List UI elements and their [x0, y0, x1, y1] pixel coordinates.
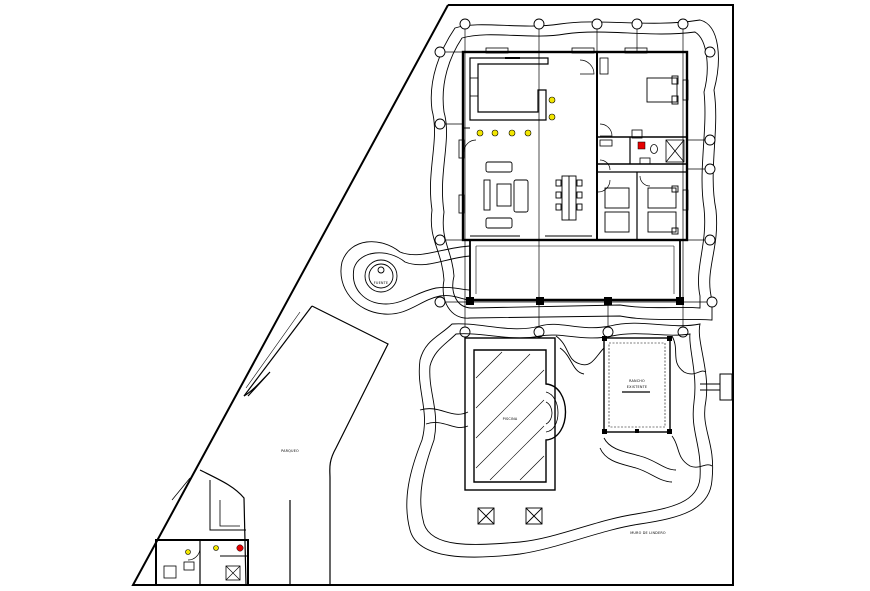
door-swings — [187, 59, 651, 561]
guard-house — [155, 469, 249, 586]
kitchen-counter — [469, 57, 549, 121]
fountain-label: FUENTE — [374, 281, 389, 285]
existing-building-label-2: EXISTENTE — [627, 385, 647, 389]
living-furniture — [483, 161, 529, 229]
existing-building-posts — [602, 336, 672, 434]
existing-building-label-1: RANCHO — [629, 379, 645, 383]
side-gate — [700, 373, 733, 401]
light-fixtures — [185, 96, 556, 555]
columns — [466, 297, 684, 305]
pool — [464, 337, 567, 491]
bathroom-fixtures — [599, 129, 685, 165]
parking-label: PARQUEO — [281, 449, 299, 453]
porch — [469, 239, 681, 302]
bedroom-furniture — [604, 75, 679, 235]
planters — [477, 507, 543, 525]
pool-label: PISCINA — [503, 417, 518, 421]
fountain — [340, 241, 471, 315]
lot-boundary — [131, 4, 734, 586]
driveway — [243, 305, 389, 585]
dining-table — [555, 175, 583, 221]
fire-extinguishers — [236, 141, 646, 552]
boundary-wall-label: MURO DE LINDERO — [630, 531, 666, 535]
